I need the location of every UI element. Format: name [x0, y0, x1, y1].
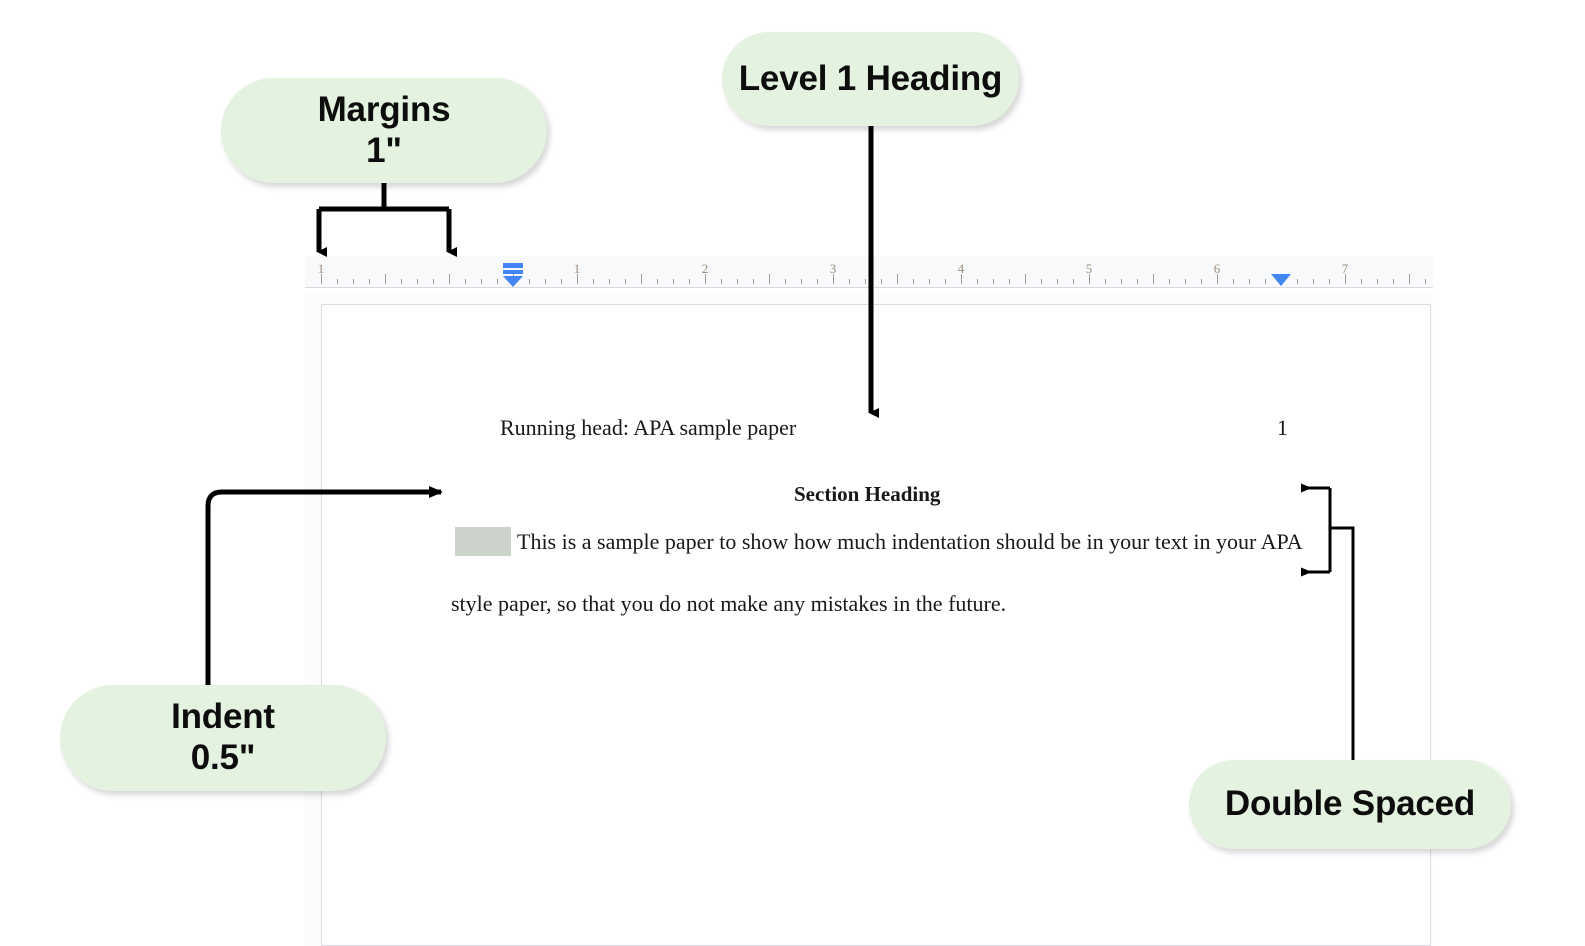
ruler-tick [801, 279, 802, 284]
ruler-tick [977, 279, 978, 284]
ruler-number-1: 1 [317, 261, 325, 276]
ruler-tick [1409, 274, 1410, 284]
ruler-tick [753, 279, 754, 284]
ruler-tick [817, 279, 818, 284]
ruler-track[interactable]: 1 1 2 3 4 5 6 7 [305, 256, 1433, 288]
body-paragraph-line-1: This is a sample paper to show how much … [517, 529, 1303, 554]
ruler-tick [1153, 274, 1154, 284]
ruler-tick [385, 274, 386, 284]
ruler-tick [545, 279, 546, 284]
ruler-tick [1249, 279, 1250, 284]
document-page-number: 1 [1277, 415, 1288, 440]
ruler-tick [337, 279, 338, 284]
ruler-tick [529, 279, 530, 284]
ruler-tick [1009, 279, 1010, 284]
indent-callout-line-2: 0.5" [190, 738, 256, 777]
ruler-tick [913, 279, 914, 284]
first-line-indent-highlight [455, 527, 511, 556]
ruler-tick [737, 279, 738, 284]
ruler-tick [1297, 279, 1298, 284]
ruler-tick [673, 279, 674, 284]
ruler-baseline [305, 287, 1433, 288]
ruler-tick [833, 274, 834, 284]
ruler-tick [1185, 279, 1186, 284]
ruler-tick [865, 279, 866, 284]
ruler-tick [497, 279, 498, 284]
horizontal-ruler[interactable]: 1 1 2 3 4 5 6 7 [305, 256, 1433, 288]
margins-callout-line-2: 1" [366, 130, 402, 170]
ruler-tick [849, 279, 850, 284]
ruler-number-4: 4 [957, 261, 965, 276]
ruler-tick [321, 274, 322, 284]
ruler-number-1: 1 [573, 261, 581, 276]
ruler-tick [657, 279, 658, 284]
right-indent-marker-icon[interactable] [1271, 273, 1291, 286]
ruler-number-3: 3 [829, 261, 837, 276]
ruler-tick [417, 279, 418, 284]
ruler-tick [1025, 274, 1026, 284]
ruler-tick [609, 279, 610, 284]
ruler-tick [465, 279, 466, 284]
ruler-tick [1393, 279, 1394, 284]
ruler-tick [689, 279, 690, 284]
ruler-tick [785, 279, 786, 284]
ruler-tick [1201, 279, 1202, 284]
ruler-number-6: 6 [1213, 261, 1221, 276]
ruler-tick [1425, 279, 1426, 284]
ruler-tick [1073, 279, 1074, 284]
ruler-tick [449, 274, 450, 284]
ruler-number-2: 2 [701, 261, 709, 276]
ruler-tick [1377, 279, 1378, 284]
ruler-tick [1105, 279, 1106, 284]
body-paragraph-line-2: style paper, so that you do not make any… [451, 591, 1007, 616]
ruler-number-5: 5 [1085, 261, 1093, 276]
level-1-heading-callout[interactable]: Level 1 Heading [722, 32, 1019, 126]
ruler-tick [897, 274, 898, 284]
ruler-tick [1169, 279, 1170, 284]
ruler-tick [641, 274, 642, 284]
ruler-tick [945, 279, 946, 284]
ruler-tick [721, 279, 722, 284]
ruler-tick [929, 279, 930, 284]
ruler-tick [369, 279, 370, 284]
margins-connector [316, 183, 457, 257]
ruler-tick [1089, 274, 1090, 284]
ruler-tick [1361, 279, 1362, 284]
document-page[interactable]: Running head: APA sample paper 1 Section… [321, 304, 1431, 946]
ruler-tick [401, 279, 402, 284]
section-heading-text: Section Heading [794, 482, 941, 506]
level-1-heading-callout-label: Level 1 Heading [738, 58, 1003, 98]
ruler-tick [577, 274, 578, 284]
ruler-tick [1345, 274, 1346, 284]
ruler-tick [1121, 279, 1122, 284]
margins-callout-line-1: Margins [317, 89, 451, 129]
ruler-tick [353, 279, 354, 284]
ruler-tick [1057, 279, 1058, 284]
running-head-text: Running head: APA sample paper [500, 415, 797, 440]
margins-callout[interactable]: Margins 1" [221, 78, 547, 183]
ruler-tick [625, 279, 626, 284]
ruler-tick [961, 274, 962, 284]
ruler-tick [1041, 279, 1042, 284]
ruler-tick [881, 279, 882, 284]
ruler-tick [1329, 279, 1330, 284]
first-line-indent-marker-icon[interactable] [500, 263, 526, 287]
ruler-tick [1313, 279, 1314, 284]
ruler-number-7: 7 [1341, 261, 1349, 276]
ruler-tick [433, 279, 434, 284]
ruler-tick [1233, 279, 1234, 284]
ruler-tick [1137, 279, 1138, 284]
double-spaced-callout-label: Double Spaced [1224, 784, 1476, 824]
ruler-tick [593, 279, 594, 284]
double-spaced-callout[interactable]: Double Spaced [1189, 760, 1511, 849]
ruler-tick [561, 279, 562, 284]
ruler-tick [481, 279, 482, 284]
ruler-tick [1265, 279, 1266, 284]
ruler-tick [705, 274, 706, 284]
ruler-tick [769, 274, 770, 284]
indent-callout[interactable]: Indent 0.5" [60, 685, 386, 791]
indent-callout-line-1: Indent [171, 697, 275, 737]
ruler-tick [993, 279, 994, 284]
ruler-tick [1217, 274, 1218, 284]
